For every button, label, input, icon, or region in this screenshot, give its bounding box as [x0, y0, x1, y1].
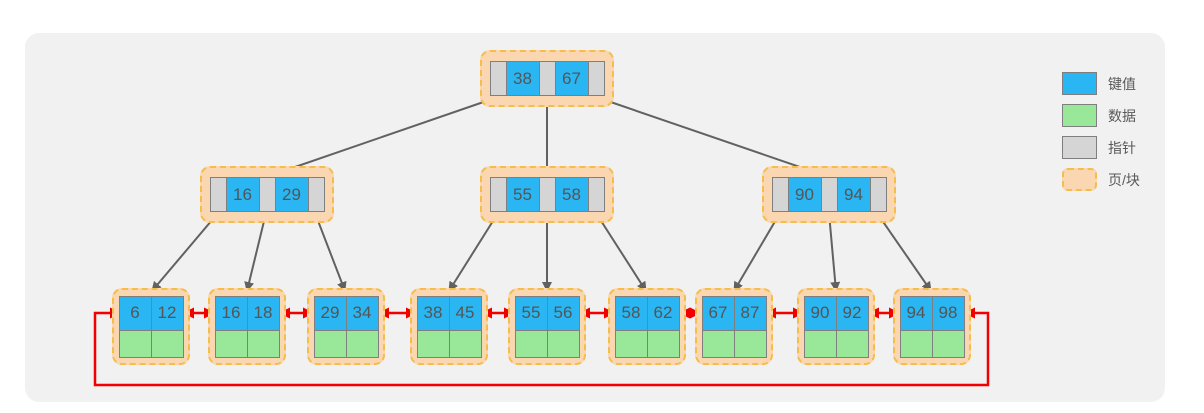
data-cell: [932, 330, 964, 357]
data-cell: [247, 330, 279, 357]
internal-node-cells: 90 94: [771, 177, 887, 212]
key-cell: 34: [346, 296, 378, 330]
data-cell: [314, 330, 346, 357]
data-cell: [647, 330, 679, 357]
leaf-node-6: 67 87: [695, 288, 773, 365]
leaf-node-cells: 29 34: [313, 295, 379, 358]
legend-label: 页/块: [1108, 171, 1140, 188]
pointer-swatch: [1062, 136, 1097, 159]
legend-label: 键值: [1108, 75, 1136, 92]
internal-node-cells: 16 29: [209, 177, 325, 212]
key-cell: 38: [417, 296, 449, 330]
leaf-node-5: 58 62: [608, 288, 686, 365]
legend-label: 数据: [1108, 107, 1136, 124]
internal-node-cells: 55 58: [489, 177, 605, 212]
pointer-cell: [490, 62, 506, 95]
pointer-cell: [539, 62, 555, 95]
key-cell: 87: [734, 296, 766, 330]
data-swatch: [1062, 104, 1097, 127]
key-cell: 58: [615, 296, 647, 330]
leaf-node-2: 29 34: [307, 288, 385, 365]
leaf-node-0: 6 12: [112, 288, 190, 365]
pointer-cell: [210, 178, 226, 211]
key-cell: 55: [515, 296, 547, 330]
key-cell: 38: [506, 62, 539, 95]
data-cell: [346, 330, 378, 357]
key-cell: 6: [119, 296, 151, 330]
data-cell: [547, 330, 579, 357]
leaf-node-cells: 6 12: [118, 295, 184, 358]
key-cell: 98: [932, 296, 964, 330]
key-cell: 62: [647, 296, 679, 330]
leaf-node-7: 90 92: [797, 288, 875, 365]
leaf-node-cells: 90 92: [803, 295, 869, 358]
pointer-cell: [588, 178, 604, 211]
key-cell: 55: [506, 178, 539, 211]
root-node-cells: 38 67: [489, 61, 605, 96]
key-cell: 94: [900, 296, 932, 330]
key-cell: 92: [836, 296, 868, 330]
pointer-cell: [539, 178, 555, 211]
data-cell: [515, 330, 547, 357]
data-cell: [900, 330, 932, 357]
data-cell: [119, 330, 151, 357]
data-cell: [615, 330, 647, 357]
leaf-node-3: 38 45: [410, 288, 488, 365]
key-cell: 45: [449, 296, 481, 330]
key-cell: 18: [247, 296, 279, 330]
leaf-node-cells: 94 98: [899, 295, 965, 358]
legend: 键值 数据 指针 页/块: [1062, 72, 1140, 191]
legend-item-data: 数据: [1062, 104, 1140, 127]
pointer-cell: [308, 178, 324, 211]
leaf-node-cells: 38 45: [416, 295, 482, 358]
data-cell: [417, 330, 449, 357]
root-node: 38 67: [480, 50, 614, 107]
internal-node-1: 55 58: [480, 166, 614, 223]
page-block-swatch: [1062, 168, 1097, 191]
legend-item-pointer: 指针: [1062, 136, 1140, 159]
key-cell: 12: [151, 296, 183, 330]
legend-item-key: 键值: [1062, 72, 1140, 95]
leaf-node-cells: 16 18: [214, 295, 280, 358]
leaf-node-8: 94 98: [893, 288, 971, 365]
leaf-node-4: 55 56: [508, 288, 586, 365]
data-cell: [836, 330, 868, 357]
pointer-cell: [588, 62, 604, 95]
legend-label: 指针: [1108, 139, 1136, 156]
data-cell: [449, 330, 481, 357]
key-cell: 56: [547, 296, 579, 330]
internal-node-2: 90 94: [762, 166, 896, 223]
data-cell: [734, 330, 766, 357]
pointer-cell: [259, 178, 275, 211]
key-cell: 16: [226, 178, 259, 211]
key-swatch: [1062, 72, 1097, 95]
leaf-node-cells: 67 87: [701, 295, 767, 358]
pointer-cell: [490, 178, 506, 211]
key-cell: 58: [555, 178, 588, 211]
leaf-node-1: 16 18: [208, 288, 286, 365]
key-cell: 94: [837, 178, 870, 211]
data-cell: [151, 330, 183, 357]
data-cell: [804, 330, 836, 357]
key-cell: 90: [804, 296, 836, 330]
key-cell: 16: [215, 296, 247, 330]
key-cell: 29: [314, 296, 346, 330]
key-cell: 67: [702, 296, 734, 330]
pointer-cell: [821, 178, 837, 211]
pointer-cell: [870, 178, 886, 211]
pointer-cell: [772, 178, 788, 211]
legend-item-page: 页/块: [1062, 168, 1140, 191]
key-cell: 67: [555, 62, 588, 95]
leaf-node-cells: 55 56: [514, 295, 580, 358]
data-cell: [702, 330, 734, 357]
internal-node-0: 16 29: [200, 166, 334, 223]
leaf-node-cells: 58 62: [614, 295, 680, 358]
data-cell: [215, 330, 247, 357]
key-cell: 29: [275, 178, 308, 211]
key-cell: 90: [788, 178, 821, 211]
